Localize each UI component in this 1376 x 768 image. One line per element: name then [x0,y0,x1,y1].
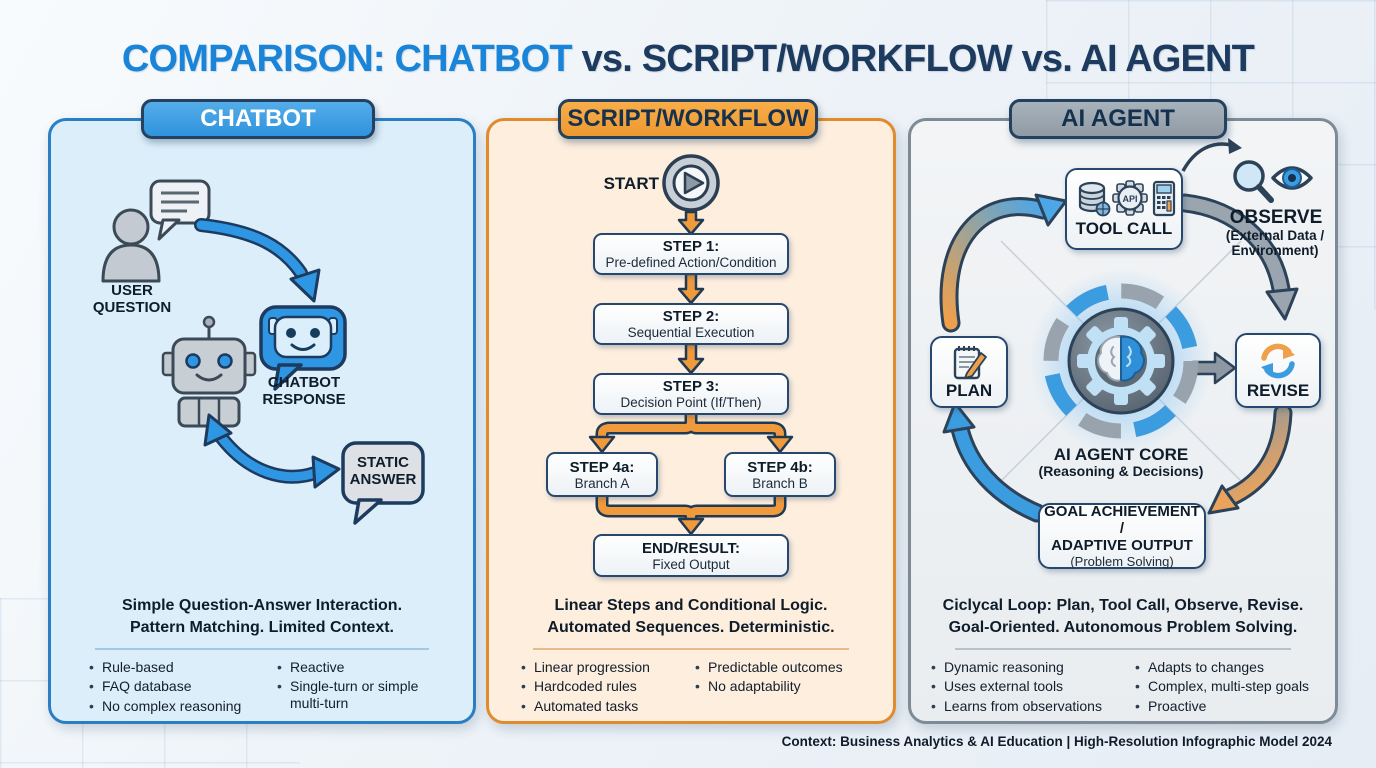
workflow-bullets-right: Predictable outcomes No adaptability [695,659,861,717]
cycle-arrow-icon [939,193,1299,523]
bullet-item: Predictable outcomes [695,659,861,675]
workflow-summary-section: Linear Steps and Conditional Logic. Auto… [507,595,875,717]
step-4b-box: STEP 4b: Branch B [724,452,836,497]
observe-sub1: (External Data / [1225,228,1325,243]
step-4a-box: STEP 4a: Branch A [546,452,658,497]
api-gear-icon: API [1112,180,1148,216]
branch-split-arrows [588,413,794,454]
chatbot-header-pill: CHATBOT [141,99,375,139]
workflow-diagram [588,154,794,536]
user-icon [101,208,161,283]
eye-icon [1271,166,1313,190]
bullet-item: Learns from observations [931,698,1119,714]
bullet-item: FAQ database [89,678,261,694]
curved-arrow-icon [194,218,321,303]
calculator-icon [1152,180,1176,217]
agent-bullets-left: Dynamic reasoning Uses external tools Le… [931,659,1119,717]
observe-label: OBSERVE [1229,207,1323,228]
magnifier-icon [1233,160,1274,203]
bullet-item: Automated tasks [521,698,679,714]
robot-icon [161,315,257,428]
bullet-item: Hardcoded rules [521,678,679,694]
user-question-label: USER QUESTION [92,282,172,316]
tool-icons: API [1078,180,1176,217]
double-curved-arrow-icon [203,413,341,489]
bullet-item: Reactive [277,659,435,675]
step-1-box: STEP 1: Pre-defined Action/Condition [593,233,789,275]
agent-summary: Ciclycal Loop: Plan, Tool Call, Observe,… [942,597,1304,636]
footer-context-text: Context: Business Analytics & AI Educati… [781,734,1332,749]
refresh-icon [1261,343,1295,378]
ai-agent-header-pill: AI AGENT [1009,99,1227,139]
database-icon [1078,181,1111,217]
bullet-item: Rule-based [89,659,261,675]
workflow-summary: Linear Steps and Conditional Logic. Auto… [547,597,835,636]
tool-call-box: API TOOL CALL [1065,168,1183,250]
end-result-box: END/RESULT: Fixed Output [593,534,789,577]
bullet-item: Adapts to changes [1135,659,1315,675]
workflow-bullets-left: Linear progression Hardcoded rules Autom… [521,659,679,717]
observe-sub2: Environment) [1231,243,1319,258]
bullet-item: Complex, multi-step goals [1135,678,1315,694]
workflow-panel: START STEP 1: Pre-defined Action/Conditi… [486,118,896,724]
page-title: COMPARISON: CHATBOT vs. SCRIPT/WORKFLOW … [0,38,1376,81]
chatbot-response-label: CHATBOT RESPONSE [262,374,346,408]
divider [955,648,1291,651]
answer-bubble-icon [341,441,425,525]
core-label: AI AGENT CORE [1053,445,1189,464]
bullet-item: Single-turn or simple multi-turn [277,678,435,710]
bullet-item: No complex reasoning [89,698,261,714]
start-label: START [603,174,659,193]
step-3-box: STEP 3: Decision Point (If/Then) [593,373,789,415]
block-arrow-icon [677,210,705,375]
revise-box: REVISE [1235,333,1321,408]
svg-text:API: API [1122,194,1137,204]
chatbot-bullets-right: Reactive Single-turn or simple multi-tur… [277,659,435,717]
ai-agent-panel: API TOOL CALL PLAN [908,118,1338,724]
core-ring [1043,283,1199,439]
bullet-item: No adaptability [695,678,861,694]
agent-bullets: Dynamic reasoning Uses external tools Le… [929,659,1317,717]
branch-merge-arrows [595,495,787,536]
divider [533,648,849,651]
toolcall-to-observe-arrow [1181,138,1242,172]
agent-bullets-right: Adapts to changes Complex, multi-step go… [1135,659,1315,717]
page-title-highlight: COMPARISON: CHATBOT [121,38,573,80]
chatbot-summary: Simple Question-Answer Interaction. Patt… [121,597,403,636]
core-sub-label: (Reasoning & Decisions) [1038,463,1204,479]
chatbot-bullets: Rule-based FAQ database No complex reaso… [69,659,455,717]
divider [95,648,429,651]
plan-box: PLAN [930,336,1008,408]
goal-box: GOAL ACHIEVEMENT / ADAPTIVE OUTPUT (Prob… [1038,503,1206,569]
step-2-box: STEP 2: Sequential Execution [593,303,789,345]
bullet-item: Dynamic reasoning [931,659,1119,675]
play-button-icon [662,154,720,212]
workflow-bullets: Linear progression Hardcoded rules Autom… [507,659,875,717]
chatbot-summary-section: Simple Question-Answer Interaction. Patt… [69,595,455,717]
chatbot-diagram [101,179,425,525]
speech-bubble-icon [149,179,211,241]
agent-summary-section: Ciclycal Loop: Plan, Tool Call, Observe,… [929,595,1317,717]
chat-bubble-robot-icon [259,305,347,391]
notepad-pencil-icon [953,346,987,380]
page-title-rest: vs. SCRIPT/WORKFLOW vs. AI AGENT [571,38,1255,80]
bullet-item: Uses external tools [931,678,1119,694]
chatbot-panel: USER QUESTION CHATBOT RESPONSE STATIC AN… [48,118,476,724]
gear-brain-icon [1067,307,1175,415]
ai-agent-diagram [939,138,1313,523]
bullet-item: Proactive [1135,698,1315,714]
bullet-item: Linear progression [521,659,679,675]
workflow-header-pill: SCRIPT/WORKFLOW [558,99,818,139]
chatbot-bullets-left: Rule-based FAQ database No complex reaso… [89,659,261,717]
static-answer-label: STATIC ANSWER [349,454,417,488]
